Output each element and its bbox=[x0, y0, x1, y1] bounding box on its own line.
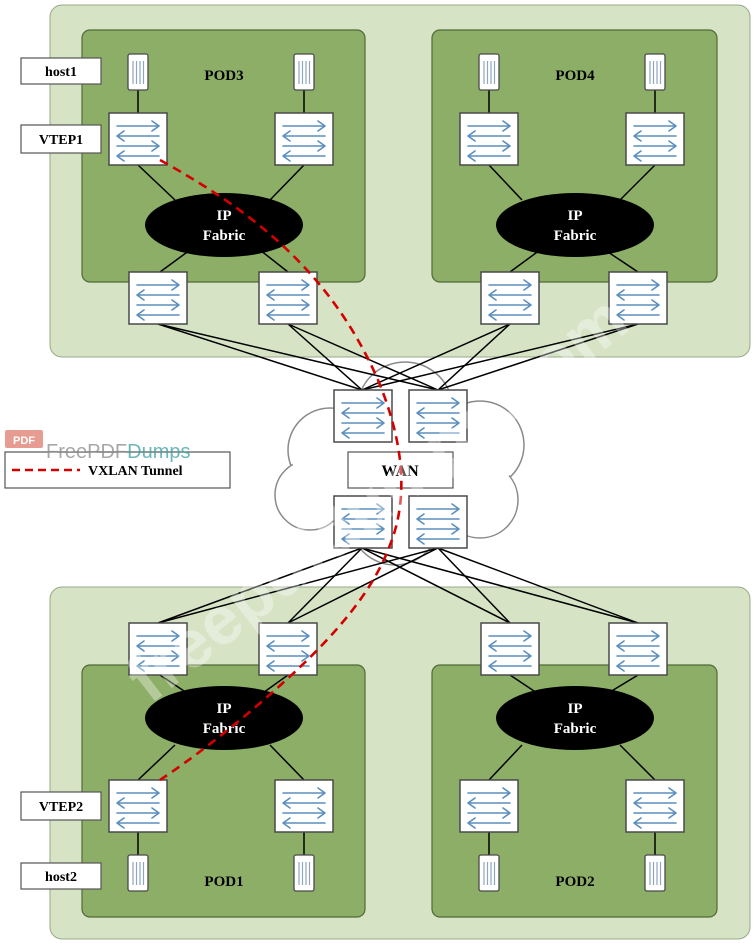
fabric-label-line2: Fabric bbox=[554, 721, 597, 737]
ip-fabric-pod3: IP Fabric bbox=[145, 193, 303, 257]
host1-label: host1 bbox=[20, 57, 102, 85]
pod-label: POD2 bbox=[555, 874, 594, 890]
fabric-label-line1: IP bbox=[217, 701, 232, 717]
switch-icon bbox=[608, 622, 668, 676]
switch-icon bbox=[480, 622, 540, 676]
switch-icon bbox=[459, 779, 519, 833]
ip-fabric-pod2: IP Fabric bbox=[496, 686, 654, 750]
switch-icon bbox=[274, 779, 334, 833]
switch-icon bbox=[108, 112, 168, 166]
pod-label: POD3 bbox=[204, 68, 243, 84]
watermark-badge-text: PDF bbox=[13, 435, 35, 447]
vxlan-tunnel-path bbox=[159, 158, 403, 782]
legend: VXLAN Tunnel bbox=[4, 451, 231, 489]
vtep2-label: VTEP2 bbox=[20, 791, 102, 821]
server-icon bbox=[127, 53, 149, 91]
fabric-label-line1: IP bbox=[568, 208, 583, 224]
switch-icon bbox=[625, 779, 685, 833]
server-icon bbox=[293, 854, 315, 892]
switch-icon bbox=[258, 271, 318, 325]
watermark-logo-part2: Dumps bbox=[127, 441, 190, 463]
ip-fabric-pod1: IP Fabric bbox=[145, 686, 303, 750]
switch-icon bbox=[480, 271, 540, 325]
server-icon bbox=[644, 854, 666, 892]
server-icon bbox=[478, 854, 500, 892]
switch-icon bbox=[625, 112, 685, 166]
host1-label-text: host1 bbox=[45, 65, 77, 80]
watermark-logo-part1: FreePDF bbox=[46, 441, 127, 463]
server-icon bbox=[644, 53, 666, 91]
watermark-logo-text: FreePDFDumps bbox=[46, 441, 190, 463]
server-icon bbox=[478, 53, 500, 91]
fabric-label-line1: IP bbox=[568, 701, 583, 717]
links bbox=[137, 90, 656, 855]
host2-label: host2 bbox=[20, 862, 102, 890]
watermark-logo: PDF FreePDFDumps bbox=[5, 430, 190, 463]
server-icon bbox=[127, 854, 149, 892]
fabric-label-line2: Fabric bbox=[203, 721, 246, 737]
fabric-label-line2: Fabric bbox=[554, 228, 597, 244]
switch-icon bbox=[459, 112, 519, 166]
vtep2-label-text: VTEP2 bbox=[39, 800, 83, 815]
host2-label-text: host2 bbox=[45, 870, 77, 885]
server-icon bbox=[293, 53, 315, 91]
pod-label: POD1 bbox=[204, 874, 243, 890]
switch-icon bbox=[108, 779, 168, 833]
pod-label: POD4 bbox=[555, 68, 595, 84]
switch-icon bbox=[333, 389, 393, 443]
vtep1-label-text: VTEP1 bbox=[39, 133, 83, 148]
vtep1-label: VTEP1 bbox=[20, 124, 102, 154]
switch-icon bbox=[274, 112, 334, 166]
switch-icon bbox=[128, 271, 188, 325]
legend-label: VXLAN Tunnel bbox=[88, 464, 183, 479]
fabric-label-line2: Fabric bbox=[203, 228, 246, 244]
ip-fabric-pod4: IP Fabric bbox=[496, 193, 654, 257]
fabric-label-line1: IP bbox=[217, 208, 232, 224]
